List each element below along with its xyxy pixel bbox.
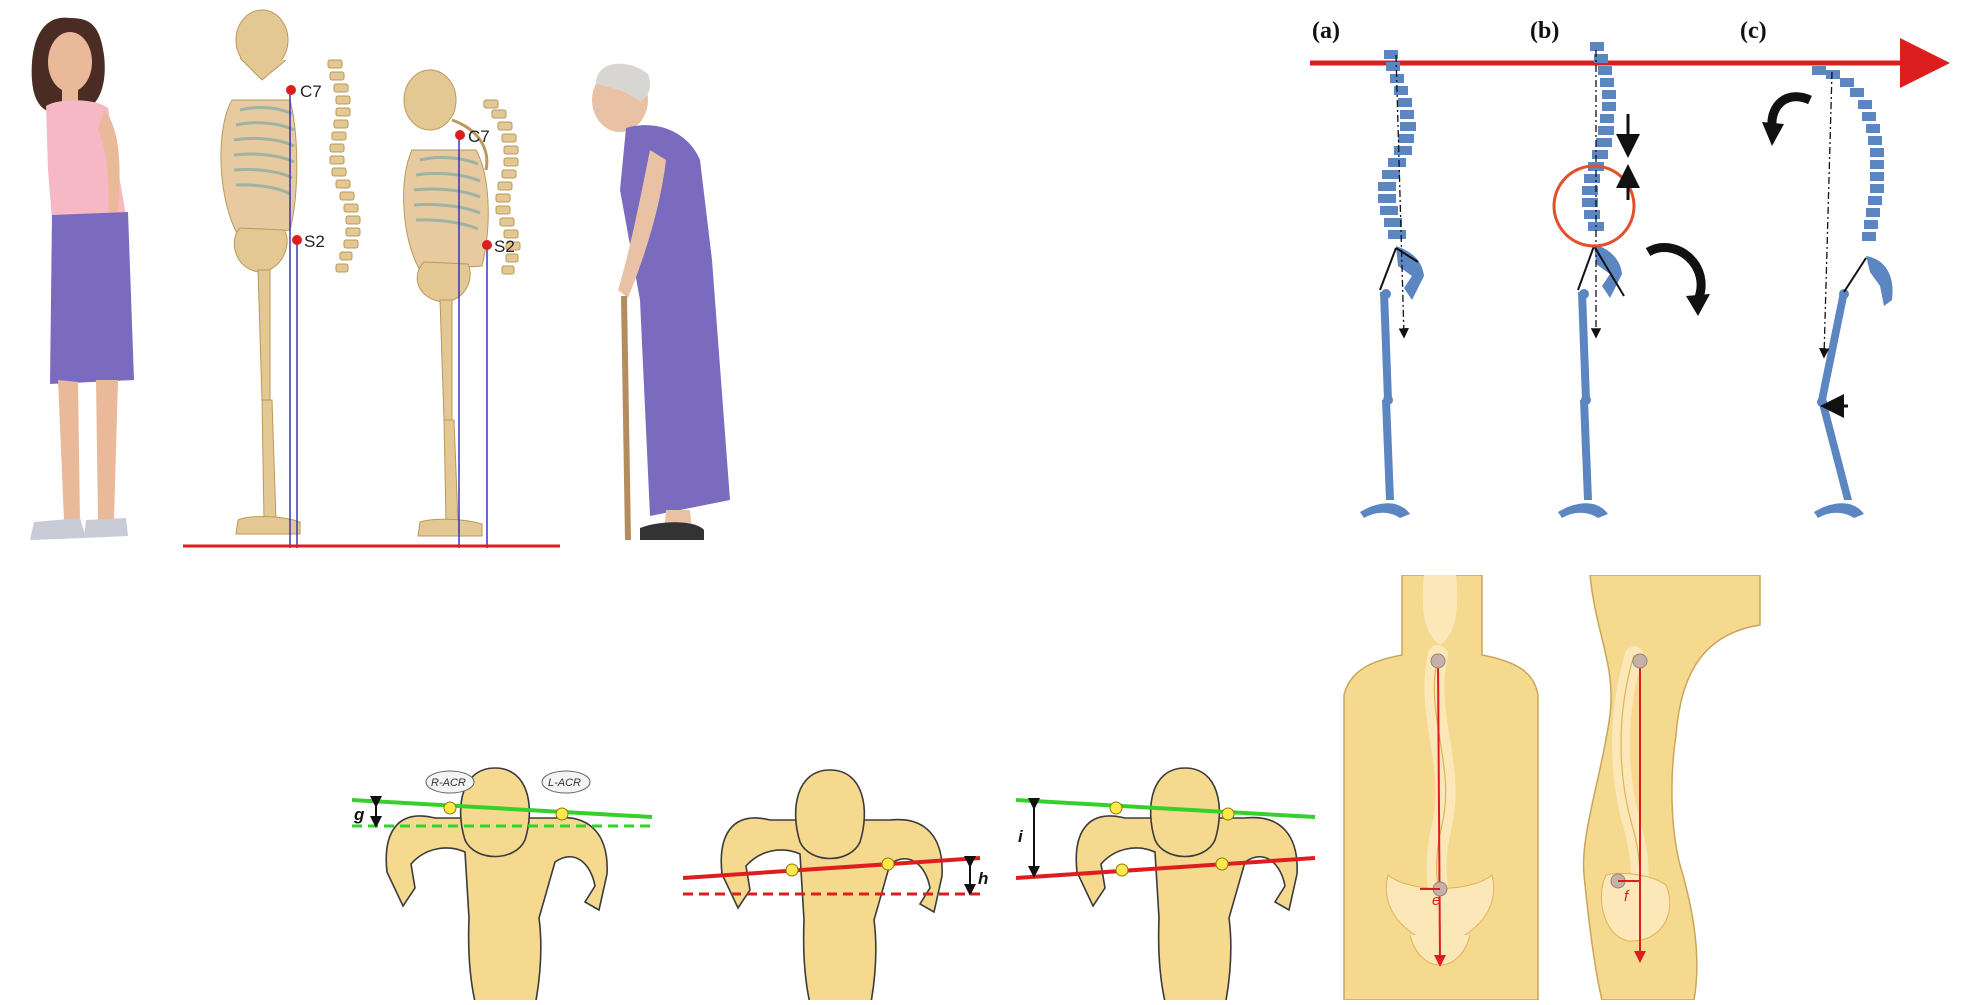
torso-plumb-diagrams: e f (1340, 575, 1780, 1000)
measure-h-label: h (978, 869, 988, 888)
label-a: (a) (1312, 18, 1340, 44)
measure-i-label: i (1018, 827, 1024, 846)
s2-marker-normal (292, 235, 302, 245)
l-acr-label: L-ACR (548, 777, 581, 789)
frontal-torso-view: e (1344, 575, 1538, 1000)
spine-figure-b (1558, 42, 1622, 518)
shoulder-figure-h: h (683, 770, 988, 1000)
walking-cane (624, 296, 628, 540)
posture-illustration: C7 S2 C7 S2 (0, 0, 760, 560)
shoulder-level-diagrams: R-ACR L-ACR g h i (340, 740, 1340, 1000)
c7-label-normal: C7 (300, 82, 322, 101)
spine-compensation-diagram: (a) (b) (c) (1300, 0, 1968, 540)
torso-measurement-panel: e f (1340, 575, 1780, 1000)
spine-compensation-panel: (a) (b) (c) (1300, 0, 1968, 540)
s2-label-normal: S2 (304, 232, 325, 251)
plumb-line-c (1824, 72, 1832, 356)
c7-marker-normal (286, 85, 296, 95)
label-b: (b) (1530, 18, 1559, 44)
c7-marker-stooped (455, 130, 465, 140)
trunk-flexion-arrow (1772, 97, 1810, 128)
shoulder-figure-g: R-ACR L-ACR g (352, 768, 652, 1000)
c7-label-stooped: C7 (468, 127, 490, 146)
pelvic-rotation-arrow (1648, 248, 1701, 300)
posture-panel: C7 S2 C7 S2 (0, 0, 760, 560)
s2-label-stooped: S2 (494, 237, 515, 256)
s2-marker-stooped (482, 240, 492, 250)
c7-point-sagittal (1633, 654, 1647, 668)
c7-point-frontal (1431, 654, 1445, 668)
shoulder-figure-i: i (1016, 768, 1315, 1000)
stooped-skeleton (404, 70, 520, 536)
spine-figure-a (1360, 50, 1424, 518)
stooped-elderly-woman-figure (592, 64, 730, 540)
upright-woman-figure (30, 18, 134, 540)
measure-g-label: g (353, 805, 365, 824)
r-acr-label: R-ACR (431, 777, 466, 789)
spine-figure-c (1812, 66, 1893, 518)
label-c: (c) (1740, 18, 1767, 44)
plumb-line-a (1396, 55, 1404, 336)
measure-e-label: e (1432, 892, 1440, 909)
shoulder-measurement-panel: R-ACR L-ACR g h i (340, 740, 1340, 1000)
sagittal-torso-view: f (1584, 575, 1760, 1000)
